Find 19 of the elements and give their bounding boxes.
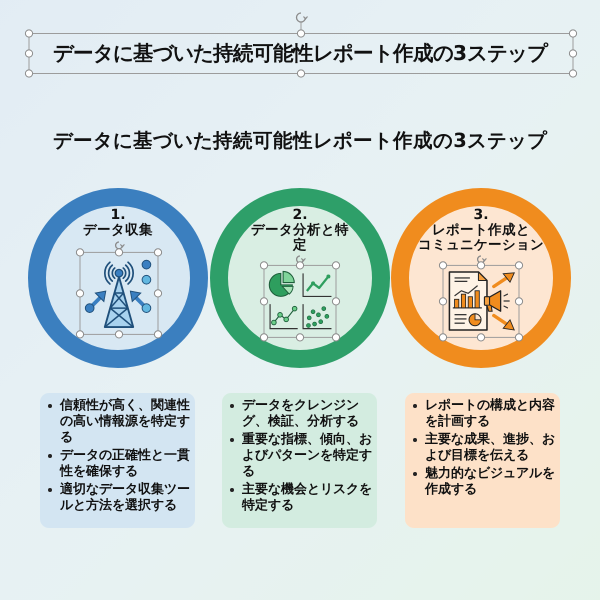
bullet-text: データの正確性と一貫性を確保する [60,448,191,480]
bullet-card [222,393,377,528]
step-title: データ分析と特定 [250,223,350,253]
bullet-text: 信頼性が高く、関連性の高い情報源を特定する [60,398,191,446]
bullet-card [40,393,195,528]
bullet-card [405,393,560,528]
bullet-text: 適切なデータ収集ツールと方法を選択する [60,482,191,514]
step-number: 3. [473,207,489,223]
bullet-text: データをクレンジング、検証、分析する [242,398,360,430]
bullet-text: レポートの構成と内容を計画する [425,398,556,430]
step-number: 2. [292,207,308,223]
step-title: データ収集 [83,223,153,238]
heading: データに基づいた持続可能性レポート作成の3ステップ [53,129,547,152]
step-title: レポート作成とコミュニケーション [417,223,545,253]
step-number: 1. [110,207,126,223]
bullet-text: 魅力的なビジュアルを作成する [425,466,556,498]
bullet-text: 主要な機会とリスクを特定する [242,482,373,514]
bullet-text: 重要な指標、傾向、およびパターンを特定する [242,432,373,480]
bullet-text: 主要な成果、進捗、および目標を伝える [425,432,556,464]
